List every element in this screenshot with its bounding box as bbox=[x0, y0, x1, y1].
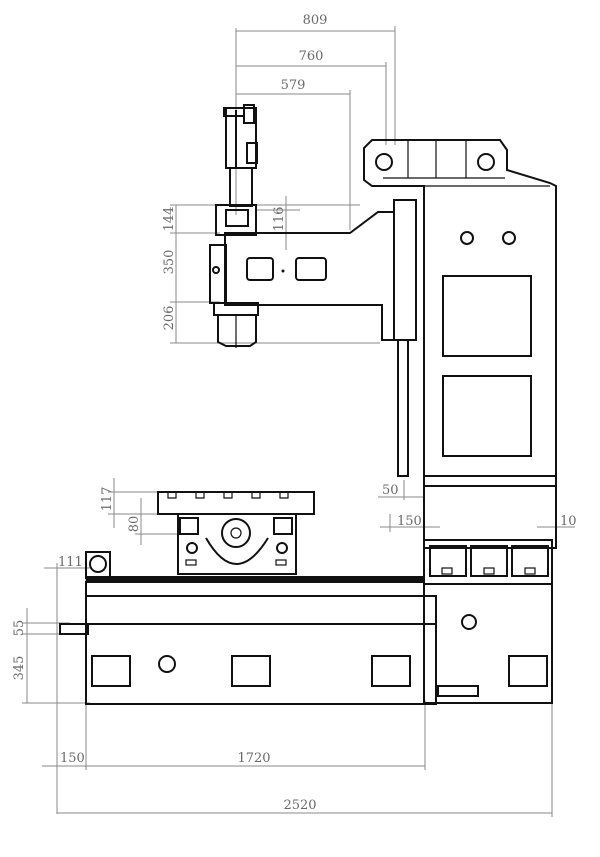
dim-809: 809 bbox=[303, 13, 328, 28]
dim-116: 116 bbox=[272, 207, 287, 232]
dimension-lines bbox=[22, 26, 575, 817]
machine-column bbox=[363, 139, 557, 549]
dim-117: 117 bbox=[100, 487, 115, 512]
dim-760: 760 bbox=[299, 49, 324, 64]
dim-111: 111 bbox=[58, 555, 83, 570]
dim-55: 55 bbox=[12, 620, 27, 637]
dim-1720: 1720 bbox=[237, 751, 270, 766]
dim-345: 345 bbox=[12, 656, 27, 681]
dim-2520: 2520 bbox=[283, 798, 316, 813]
main-base bbox=[59, 551, 437, 705]
dim-206: 206 bbox=[162, 306, 177, 331]
dim-50: 50 bbox=[382, 483, 399, 498]
spindle-head bbox=[209, 104, 395, 348]
dim-150-bottom: 150 bbox=[60, 751, 85, 766]
right-base bbox=[423, 539, 553, 704]
dimension-labels: 809 760 579 144 350 206 116 117 80 50 15… bbox=[12, 13, 577, 813]
dim-150-column: 150 bbox=[397, 514, 422, 529]
rotary-table bbox=[157, 491, 315, 575]
dim-579: 579 bbox=[281, 78, 306, 93]
dim-350: 350 bbox=[162, 250, 177, 275]
dim-144: 144 bbox=[162, 207, 177, 232]
dim-10: 10 bbox=[560, 514, 577, 529]
dim-80: 80 bbox=[127, 516, 142, 533]
